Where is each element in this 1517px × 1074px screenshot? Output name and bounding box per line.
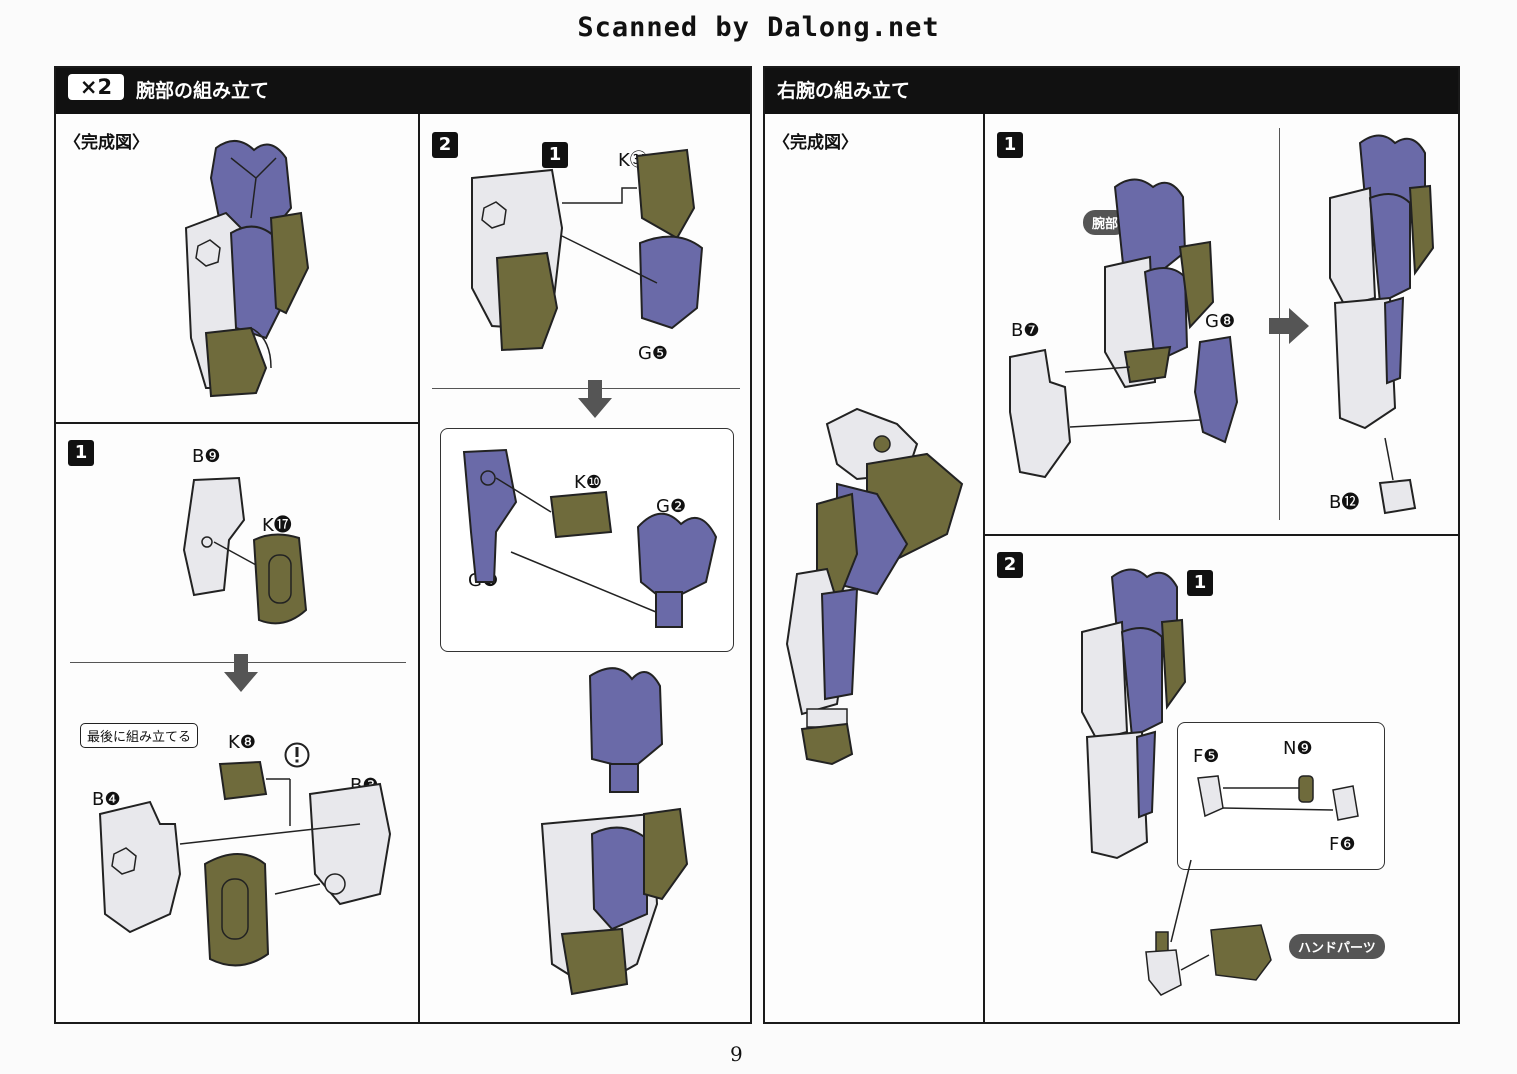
right-step2-sub1-badge: 1 [1187,570,1213,596]
part-label-g2: G❷ [656,496,687,517]
part-label-k17: K⓱ [262,515,292,536]
left-step1-final-illustration [98,760,392,967]
right-step2-arm-illustration [1081,568,1187,860]
right-step2-detail-illustration [1197,775,1359,821]
part-label-n9: N❾ [1283,738,1313,759]
left-step1-parts-illustration [182,476,308,625]
right-step2-hand-illustration [1145,859,1272,996]
right-step2-badge: 2 [997,552,1023,578]
part-label-k10: K❿ [574,472,602,493]
left-step2-separator [432,388,740,389]
left-step2-sub1-badge: 1 [542,142,568,168]
part-label-b12: B⓬ [1329,492,1360,513]
right-section-title: 右腕の組み立て [777,80,911,102]
part-label-g5: G❺ [638,343,669,364]
left-divider-horizontal [56,422,418,424]
part-label-b7: B❼ [1011,320,1040,341]
part-label-f6: F❻ [1329,834,1356,855]
part-label-k8: K❽ [228,732,256,753]
right-completed-arm-illustration [785,407,964,766]
multiplier-badge: ×2 [68,74,124,100]
right-step1-inner-divider [1279,128,1280,520]
part-label-b4: B❹ [92,789,121,810]
part-label-f5: F❺ [1193,746,1220,767]
right-step1-badge: 1 [997,132,1023,158]
left-completed-label: 〈完成図〉 [64,133,149,153]
right-section: 右腕の組み立て 〈完成図〉 1 腕部 B❼ G❽ [763,66,1460,1024]
part-label-g8: G❽ [1205,311,1236,332]
left-step2-result-illustration [540,667,689,996]
left-section-title: 腕部の組み立て [136,80,270,102]
callout-assemble-last: 最後に組み立てる [80,723,199,748]
right-divider-horizontal [983,534,1460,536]
left-step2-upper-illustration [471,148,704,352]
part-label-b9: B❾ [192,446,221,467]
left-step2-detail-illustration [462,448,718,628]
right-completed-label: 〈完成図〉 [773,133,858,153]
left-divider-vertical [418,114,420,1024]
left-section: ×2 腕部の組み立て 〈完成図〉 1 B❾ K⓱ 最後に組み立てる K❽ B❸ … [54,66,752,1024]
right-arrow-icon [1269,308,1309,344]
down-arrow-icon [224,654,258,692]
down-arrow-icon [578,380,612,418]
page-number: 9 [730,1042,743,1066]
left-step2-badge: 2 [432,132,458,158]
left-section-header: ×2 腕部の組み立て [56,68,750,114]
label-hand-parts: ハンドパーツ [1289,934,1385,959]
left-completed-arm-illustration [184,140,310,398]
scan-watermark: Scanned by Dalong.net [577,12,940,43]
right-section-header: 右腕の組み立て [765,68,1458,114]
right-step1-result-illustration [1329,134,1435,430]
right-divider-vertical [983,114,985,1024]
right-step1-b12-illustration [1378,437,1417,515]
right-step1-illustration [1009,178,1239,479]
caution-icon [284,742,310,768]
left-step1-badge: 1 [68,440,94,466]
